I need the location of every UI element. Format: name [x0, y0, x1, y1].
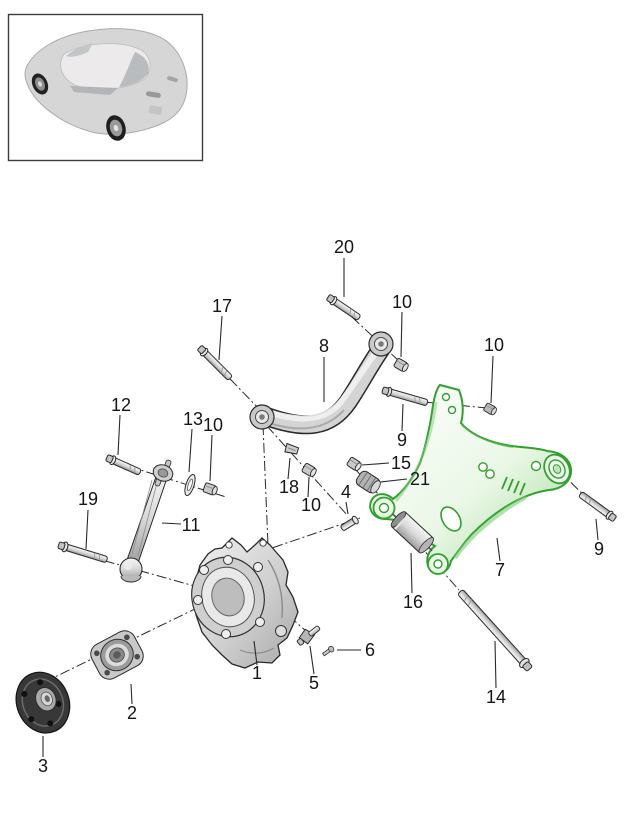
wheel-bearing-2[interactable]	[87, 627, 147, 683]
screw-6[interactable]	[322, 645, 335, 657]
callout-6[interactable]: 6	[365, 640, 375, 660]
wheel-carrier-1[interactable]	[183, 537, 299, 669]
bolt-4[interactable]	[340, 515, 360, 532]
nut-10-d[interactable]	[301, 463, 317, 478]
callout-13[interactable]: 13	[183, 409, 203, 429]
callout-3[interactable]: 3	[38, 756, 48, 776]
callout-2[interactable]: 2	[127, 703, 137, 723]
vehicle-overview-car-icon	[24, 28, 188, 141]
bolt-5[interactable]	[294, 622, 322, 648]
callout-7[interactable]: 7	[495, 560, 505, 580]
callout-5[interactable]: 5	[309, 673, 319, 693]
tie-rod-11[interactable]	[119, 456, 177, 583]
callout-10-d[interactable]: 10	[301, 495, 321, 515]
callout-18[interactable]: 18	[279, 477, 299, 497]
callout-11[interactable]: 11	[182, 515, 201, 535]
callout-12[interactable]: 12	[111, 395, 131, 415]
nut-10-c[interactable]	[202, 482, 219, 496]
nut-10-b[interactable]	[483, 402, 498, 416]
bolt-20[interactable]	[326, 293, 362, 322]
callout-8[interactable]: 8	[319, 336, 329, 356]
callout-10-a[interactable]: 10	[392, 292, 412, 312]
bushing-21[interactable]	[354, 469, 382, 495]
callout-4[interactable]: 4	[341, 482, 351, 502]
sleeve-16[interactable]	[386, 507, 439, 558]
callout-21[interactable]: 21	[410, 469, 430, 489]
clip-18[interactable]	[282, 441, 300, 458]
bolt-9-lower[interactable]	[578, 490, 618, 522]
callout-17[interactable]: 17	[212, 296, 232, 316]
wheel-hub-3[interactable]	[7, 664, 78, 741]
callout-9-b[interactable]: 9	[594, 539, 604, 559]
nut-10-a[interactable]	[393, 358, 409, 373]
bolt-19[interactable]	[57, 540, 108, 564]
washer-13[interactable]	[183, 473, 197, 497]
nut-15[interactable]	[346, 456, 362, 472]
callout-14[interactable]: 14	[486, 687, 506, 707]
bolt-14[interactable]	[456, 588, 534, 673]
leader-lines	[42, 258, 599, 757]
upper-control-arm-8[interactable]	[249, 331, 394, 435]
bolt-17[interactable]	[196, 344, 233, 381]
callout-15[interactable]: 15	[391, 453, 411, 473]
callout-10-b[interactable]: 10	[484, 335, 504, 355]
callout-9-a[interactable]: 9	[397, 430, 407, 450]
callout-20[interactable]: 20	[334, 237, 354, 257]
bolt-9-upper[interactable]	[381, 386, 429, 408]
callout-1[interactable]: 1	[252, 663, 262, 683]
callout-labels: 20 17 10 8 10 12 13 10 9 15 21 19 4 18 1…	[38, 237, 604, 776]
callout-19[interactable]: 19	[78, 489, 98, 509]
bolt-12[interactable]	[105, 453, 142, 476]
vehicle-thumbnail	[7, 13, 204, 162]
callout-16[interactable]: 16	[403, 592, 423, 612]
callout-10-c[interactable]: 10	[203, 415, 223, 435]
